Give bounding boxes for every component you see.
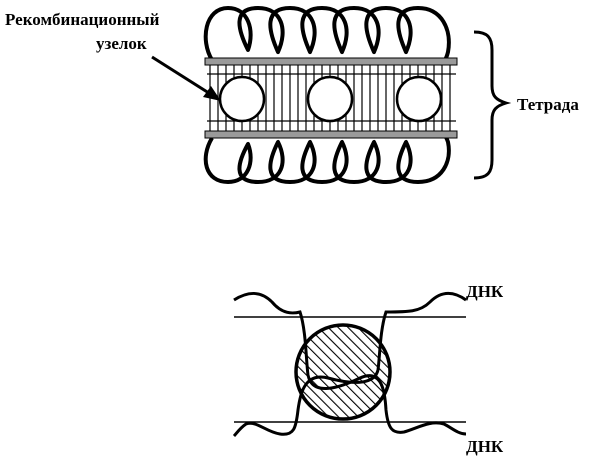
label-tetrad: Тетрада — [517, 95, 579, 114]
tetrad-bracket — [473, 30, 512, 180]
dna-strand-2 — [232, 292, 467, 438]
nodule-arrow — [151, 55, 221, 101]
label-recombination-node-line1: Рекомбинационный — [5, 10, 160, 29]
lateral-element-bottom — [204, 130, 458, 139]
recombination-nodule-1 — [218, 75, 266, 123]
dna-strand-1 — [233, 292, 467, 436]
crossover-figure — [232, 292, 467, 438]
recombination-nodule-3 — [395, 75, 443, 123]
recombination-nodule-hatched — [294, 323, 392, 421]
bottom-chromatin-loops — [203, 130, 451, 184]
recombination-nodule-2 — [306, 75, 354, 123]
label-dna-bottom: ДНК — [466, 437, 504, 456]
lateral-element-top — [204, 57, 458, 66]
label-dna-top: ДНК — [466, 282, 504, 301]
top-chromatin-loops — [203, 6, 451, 66]
tetrad-figure — [151, 6, 512, 184]
label-recombination-node-line2: узелок — [96, 34, 147, 53]
